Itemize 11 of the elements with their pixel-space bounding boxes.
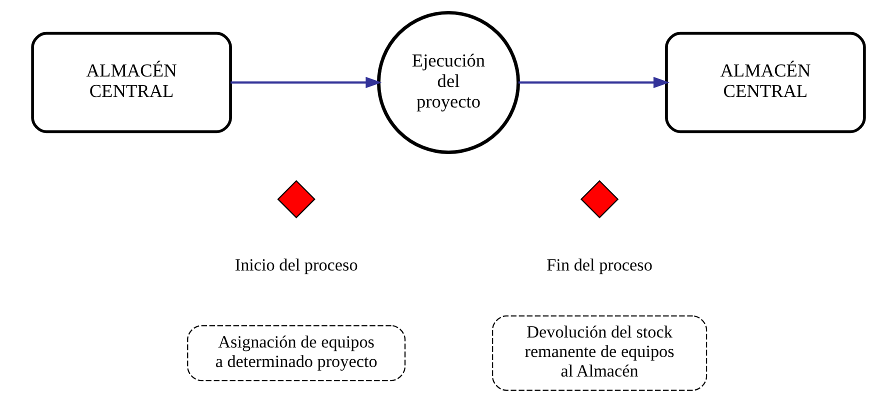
- node-circle: Ejecución del proyecto: [376, 10, 520, 154]
- node-box: ALMACÉN CENTRAL: [664, 32, 866, 134]
- node-diamond: [580, 180, 618, 218]
- arrow: [230, 76, 382, 88]
- node-label: Fin del proceso: [546, 256, 652, 275]
- node-box: Devolución del stock remanente de equipos al Almacén: [491, 315, 707, 391]
- arrow: [518, 76, 670, 88]
- node-box: Asignación de equipos a determinado proyecto: [186, 325, 406, 382]
- node-diamond: [276, 180, 315, 218]
- node-box: ALMACÉN CENTRAL: [30, 32, 232, 134]
- node-label: Inicio del proceso: [234, 256, 358, 275]
